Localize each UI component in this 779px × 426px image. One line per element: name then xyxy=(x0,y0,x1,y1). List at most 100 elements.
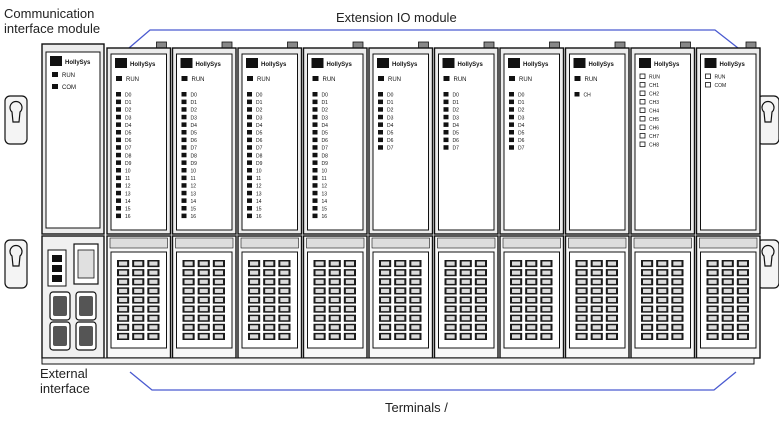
io-module-channel-label: D4 xyxy=(453,123,460,129)
io-module-terminal-screw xyxy=(607,334,616,339)
end-module-led xyxy=(639,133,646,139)
io-module-terminal-screw xyxy=(345,325,354,330)
io-module-channel-label: D0 xyxy=(387,93,394,99)
io-module-terminal-screw xyxy=(411,288,420,293)
end-module-terminal-screw xyxy=(658,325,667,330)
io-module-terminal-screw xyxy=(250,270,259,275)
io-module-logo xyxy=(377,58,389,68)
io-module-channel-label: D4 xyxy=(256,123,263,129)
io-module-terminal-screw xyxy=(542,297,551,303)
io-module-terminal-screw xyxy=(396,316,405,321)
io-module-channel-led xyxy=(247,213,252,219)
io-module-channel-led xyxy=(378,107,383,112)
io-module-terminal-screw xyxy=(315,316,324,321)
io-module-terminal-screw xyxy=(396,288,405,293)
io-module-terminal-screw xyxy=(512,261,521,266)
io-module-channel-label: 16 xyxy=(125,214,131,220)
io-module-terminal-screw xyxy=(345,279,354,284)
extension-io-label: Extension IO module xyxy=(336,10,457,25)
io-module-latch xyxy=(306,237,365,249)
end-module-led xyxy=(705,82,711,88)
io-module-run-label: RUN xyxy=(192,77,205,83)
io-module-run-label: RUN xyxy=(126,77,139,83)
external-label-line1: External xyxy=(40,366,88,381)
end-module-led xyxy=(639,107,646,113)
io-module-terminal-screw xyxy=(446,334,455,339)
io-module-terminal-screw xyxy=(527,261,536,266)
terminals-label: Terminals / xyxy=(385,400,448,415)
io-module-channel-led xyxy=(181,190,187,196)
io-module-channel-label: D4 xyxy=(518,123,525,129)
end-module-terminal-screw xyxy=(658,316,667,321)
end-module-terminal-screw xyxy=(708,270,717,275)
io-module-channel-led xyxy=(181,114,187,120)
io-module-brand: HollySys xyxy=(392,62,418,68)
io-module-terminal-screw xyxy=(607,325,616,330)
io-module-terminal-screw xyxy=(411,279,420,284)
io-module-channel-led xyxy=(247,99,252,105)
io-module-channel-label: 13 xyxy=(256,191,262,197)
io-module-terminal-screw xyxy=(476,325,485,330)
io-module-channel-label: D1 xyxy=(453,100,460,106)
io-module-terminal-screw xyxy=(345,288,354,293)
io-module-channel-led xyxy=(443,145,449,150)
end-module-led-label: CH8 xyxy=(649,143,659,149)
io-module-terminal-screw xyxy=(280,307,289,312)
io-module-terminal-screw xyxy=(592,307,601,312)
io-module-channel-led xyxy=(247,168,252,173)
io-module-channel-label: 15 xyxy=(322,207,328,213)
io-module-terminal-screw xyxy=(199,316,208,321)
end-module-led xyxy=(639,82,646,88)
io-module-terminal-screw xyxy=(149,261,158,266)
io-module-terminal-screw xyxy=(411,261,420,266)
io-module-channel-led xyxy=(116,107,121,112)
io-module-channel-led xyxy=(116,168,121,173)
end-module-led-label: COM xyxy=(715,83,727,89)
io-module-terminal-screw xyxy=(512,288,521,293)
io-module-terminal-screw xyxy=(119,279,128,284)
io-module-channel-label: D2 xyxy=(191,108,198,114)
end-module-terminal-screw xyxy=(658,334,667,339)
comm-label-line1: Communication xyxy=(4,6,95,21)
io-module-channel-label: CH xyxy=(584,93,592,99)
end-module-terminal-screw xyxy=(673,316,682,321)
io-module-channel-led xyxy=(509,122,514,127)
io-module-terminal-screw xyxy=(345,334,354,339)
comm-module-power-pin xyxy=(52,255,62,262)
comm-label-line2: interface module xyxy=(4,21,101,36)
io-module-terminal-screw xyxy=(199,307,208,312)
io-module-channel-label: D3 xyxy=(453,115,460,121)
io-module-terminal-screw xyxy=(592,297,601,303)
io-module-terminal-screw xyxy=(512,334,521,339)
io-module-brand: HollySys xyxy=(261,62,287,68)
io-module-terminal-screw xyxy=(330,334,339,339)
io-module-terminal-screw xyxy=(214,325,223,330)
io-module-terminal-screw xyxy=(199,261,208,266)
io-module-channel-led xyxy=(247,190,252,196)
io-module-channel-led xyxy=(181,213,187,219)
io-module-channel-led xyxy=(312,145,318,150)
end-module-led-label: CH5 xyxy=(649,117,659,123)
io-module-terminal-screw xyxy=(396,297,405,303)
io-module-terminal-screw xyxy=(461,279,470,284)
end-module-terminal-screw xyxy=(643,297,652,303)
io-module-terminal-screw xyxy=(476,316,485,321)
io-module-channel-label: 15 xyxy=(125,207,131,213)
io-module-channel-label: D7 xyxy=(322,146,329,152)
io-module-terminal-screw xyxy=(250,307,259,312)
io-module-terminal-screw xyxy=(607,279,616,284)
io-module-terminal-screw xyxy=(315,261,324,266)
end-module-led xyxy=(639,99,646,105)
io-module-channel-led xyxy=(312,107,318,112)
comm-module-led-label: COM xyxy=(62,85,76,91)
io-module-terminal-screw xyxy=(184,325,193,330)
io-module-channel-label: D9 xyxy=(125,161,132,167)
io-module-terminal-screw xyxy=(381,270,390,275)
end-module-terminal-screw xyxy=(723,288,732,293)
io-module-terminal-screw xyxy=(461,297,470,303)
io-module-channel-label: D2 xyxy=(518,108,525,114)
io-module-terminal-screw xyxy=(250,288,259,293)
io-module-channel-led xyxy=(312,152,318,158)
io-module-channel-label: D8 xyxy=(125,153,132,159)
